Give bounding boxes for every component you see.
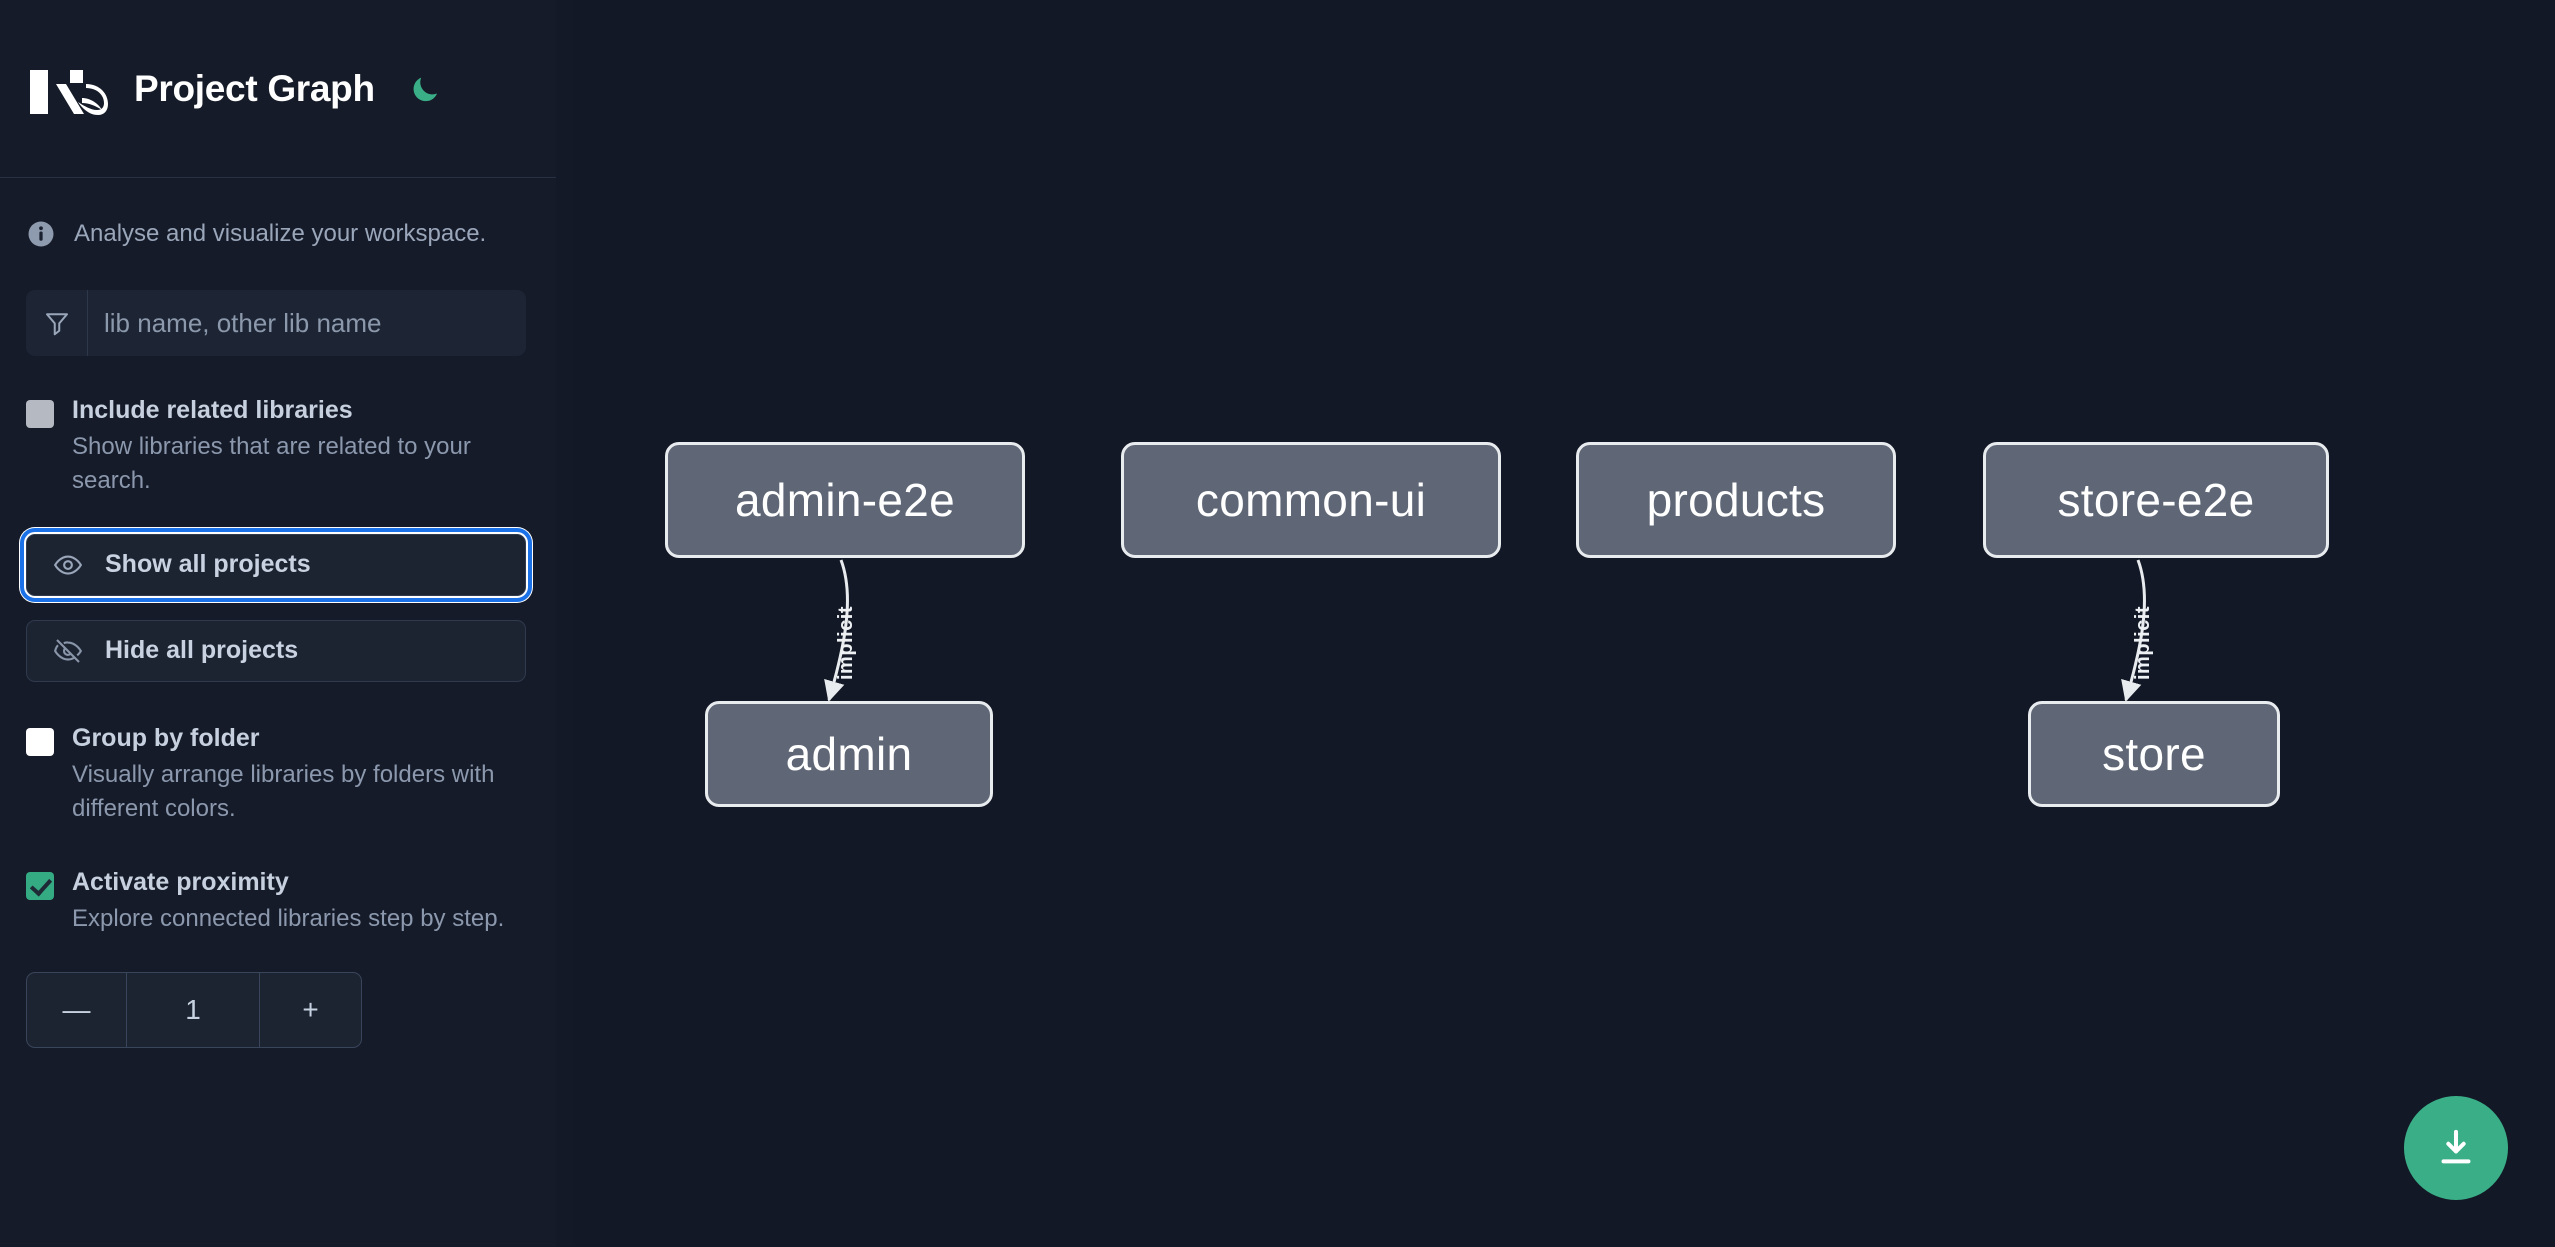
info-icon bbox=[26, 219, 56, 249]
option-include-related-libraries[interactable]: Include related libraries Show libraries… bbox=[26, 390, 530, 498]
workspace-info: Analyse and visualize your workspace. bbox=[0, 178, 556, 290]
proximity-increment-button[interactable]: + bbox=[259, 972, 361, 1047]
nx-logo bbox=[26, 58, 110, 120]
proximity-decrement-button[interactable]: — bbox=[27, 972, 127, 1047]
show-all-projects-button[interactable]: Show all projects bbox=[20, 527, 532, 602]
edge-label-implicit: implicit bbox=[835, 605, 857, 680]
option-label: Include related libraries bbox=[72, 396, 353, 424]
graph-node-common-ui[interactable]: common-ui bbox=[1121, 442, 1501, 558]
option-group-by-folder[interactable]: Group by folder Visually arrange librari… bbox=[26, 718, 530, 826]
graph-node-admin[interactable]: admin bbox=[705, 701, 993, 807]
sidebar-controls: Include related libraries Show libraries… bbox=[0, 290, 556, 1048]
option-label: Activate proximity bbox=[72, 867, 289, 896]
graph-node-store[interactable]: store bbox=[2028, 701, 2280, 807]
page-title: Project Graph bbox=[134, 67, 375, 109]
activate-proximity-checkbox[interactable] bbox=[26, 871, 54, 900]
edge-label-implicit: implicit bbox=[2132, 605, 2154, 680]
option-description: Explore connected libraries step by step… bbox=[72, 904, 505, 932]
hide-all-projects-button[interactable]: Hide all projects bbox=[26, 619, 526, 682]
graph-edges bbox=[824, 559, 2146, 703]
option-label: Group by folder bbox=[72, 723, 260, 752]
download-icon bbox=[2441, 1129, 2471, 1164]
download-graph-button[interactable] bbox=[2404, 1096, 2508, 1200]
proximity-value[interactable]: 1 bbox=[185, 993, 201, 1025]
group-by-folder-checkbox[interactable] bbox=[26, 727, 54, 756]
sidebar: Project Graph Analyse and visualize your… bbox=[0, 0, 556, 1247]
graph-node-store-e2e[interactable]: store-e2e bbox=[1983, 442, 2329, 558]
filter-icon bbox=[26, 290, 88, 356]
sidebar-header: Project Graph bbox=[0, 0, 556, 178]
include-related-libraries-checkbox[interactable] bbox=[26, 400, 54, 428]
search-box[interactable] bbox=[26, 290, 526, 356]
workspace-info-text: Analyse and visualize your workspace. bbox=[74, 220, 487, 247]
graph-node-products[interactable]: products bbox=[1576, 442, 1896, 558]
show-all-projects-label: Show all projects bbox=[105, 550, 311, 579]
hide-all-projects-label: Hide all projects bbox=[105, 636, 299, 665]
eye-icon bbox=[53, 550, 83, 580]
graph-node-admin-e2e[interactable]: admin-e2e bbox=[665, 442, 1025, 558]
search-input[interactable] bbox=[88, 290, 526, 356]
moon-icon[interactable] bbox=[405, 69, 445, 109]
option-description: Show libraries that are related to your … bbox=[72, 432, 471, 494]
eye-off-icon bbox=[53, 636, 83, 666]
graph-canvas[interactable]: implicit implicit admin-e2e common-ui pr… bbox=[573, 0, 2555, 1247]
proximity-stepper[interactable]: — 1 + bbox=[26, 971, 362, 1048]
option-activate-proximity[interactable]: Activate proximity Explore connected lib… bbox=[26, 862, 530, 936]
option-description: Visually arrange libraries by folders wi… bbox=[72, 760, 495, 822]
